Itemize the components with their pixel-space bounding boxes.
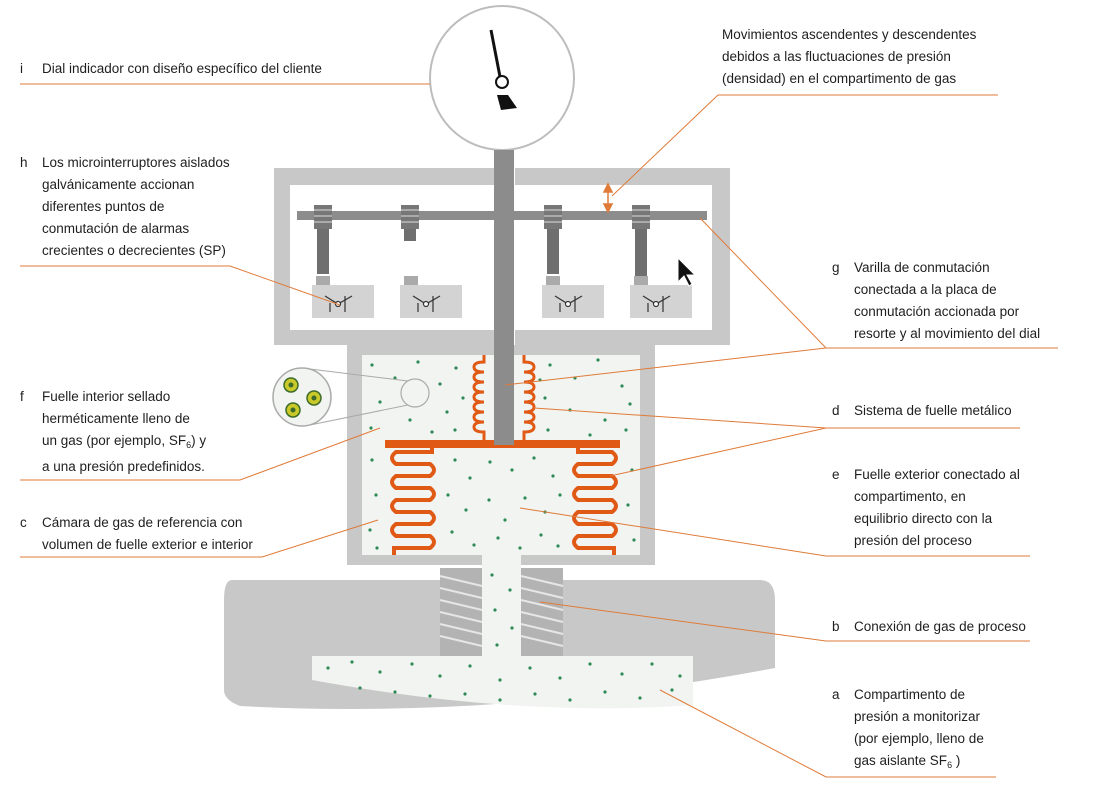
label-f-text: Fuelle interior sellado herméticamente l… bbox=[42, 386, 206, 478]
label-b-text: Conexión de gas de proceso bbox=[854, 619, 1026, 634]
label-top-right-text: Movimientos ascendentes y descendentes d… bbox=[722, 27, 977, 86]
label-e-text: Fuelle exterior conectado al compartimen… bbox=[854, 467, 1020, 548]
gas-particles bbox=[326, 358, 682, 702]
dial-needle bbox=[489, 29, 503, 83]
label-g-text: Varilla de conmutación conectada a la pl… bbox=[854, 260, 1041, 341]
dial-pivot bbox=[495, 75, 509, 89]
leader-a bbox=[659, 689, 996, 778]
label-h-letter: h bbox=[20, 155, 28, 170]
label-f-letter: f bbox=[20, 389, 24, 404]
label-h: h Los microinterruptores aislados galván… bbox=[20, 152, 280, 267]
label-c: c Cámara de gas de referencia con volume… bbox=[20, 512, 300, 558]
leader-lines bbox=[20, 83, 1058, 778]
label-a-text-b: ) bbox=[952, 753, 961, 768]
label-c-letter: c bbox=[20, 515, 27, 530]
leader-h bbox=[20, 265, 341, 306]
leader-b bbox=[539, 601, 1030, 642]
inner-bellows bbox=[472, 355, 536, 442]
process-gas-channel bbox=[482, 555, 521, 657]
process-gas-area bbox=[312, 656, 693, 709]
label-e-letter: e bbox=[832, 467, 840, 482]
label-a-text: Compartimento de presión a monitorizar (… bbox=[854, 684, 984, 776]
label-d-letter: d bbox=[832, 403, 840, 418]
leader-e bbox=[519, 507, 1030, 557]
microswitch-plungers bbox=[314, 205, 650, 284]
leader-d bbox=[533, 407, 1020, 477]
microswitches bbox=[312, 276, 692, 318]
leader-f bbox=[20, 427, 381, 481]
label-i-letter: i bbox=[20, 61, 23, 76]
label-g-letter: g bbox=[832, 260, 840, 275]
thread-lines bbox=[439, 575, 564, 647]
leader-top-right bbox=[611, 94, 998, 197]
label-top-right: Movimientos ascendentes y descendentes d… bbox=[722, 24, 1022, 90]
movement-arrow bbox=[602, 182, 614, 214]
label-e: e Fuelle exterior conectado al compartim… bbox=[832, 464, 1062, 554]
leader-c bbox=[20, 519, 379, 558]
dial-needle-tail bbox=[497, 95, 517, 110]
label-a-text-a: Compartimento de presión a monitorizar (… bbox=[854, 687, 984, 768]
label-f: f Fuelle interior sellado herméticamente… bbox=[20, 386, 260, 478]
mouse-cursor-icon bbox=[677, 256, 697, 287]
label-a: a Compartimento de presión a monitorizar… bbox=[832, 684, 1062, 776]
outer-bellows bbox=[390, 448, 618, 555]
switching-rod bbox=[494, 150, 514, 445]
label-i-text: Dial indicador con diseño específico del… bbox=[42, 61, 322, 76]
label-d-text: Sistema de fuelle metálico bbox=[854, 403, 1012, 418]
label-g: g Varilla de conmutación conectada a la … bbox=[832, 257, 1092, 347]
label-c-text: Cámara de gas de referencia con volumen … bbox=[42, 515, 253, 552]
label-a-sub: 6 bbox=[947, 760, 953, 770]
label-f-text-b: ) y a una presión predefinidos. bbox=[42, 433, 207, 474]
label-a-letter: a bbox=[832, 687, 840, 702]
gas-molecule-magnifier bbox=[272, 367, 430, 427]
label-f-sub: 6 bbox=[186, 440, 192, 450]
label-h-text: Los microinterruptores aislados galvánic… bbox=[42, 155, 230, 258]
switching-plate bbox=[297, 211, 707, 220]
label-b-letter: b bbox=[832, 619, 840, 634]
leader-g bbox=[504, 217, 1058, 386]
label-f-text-a: Fuelle interior sellado herméticamente l… bbox=[42, 389, 190, 448]
